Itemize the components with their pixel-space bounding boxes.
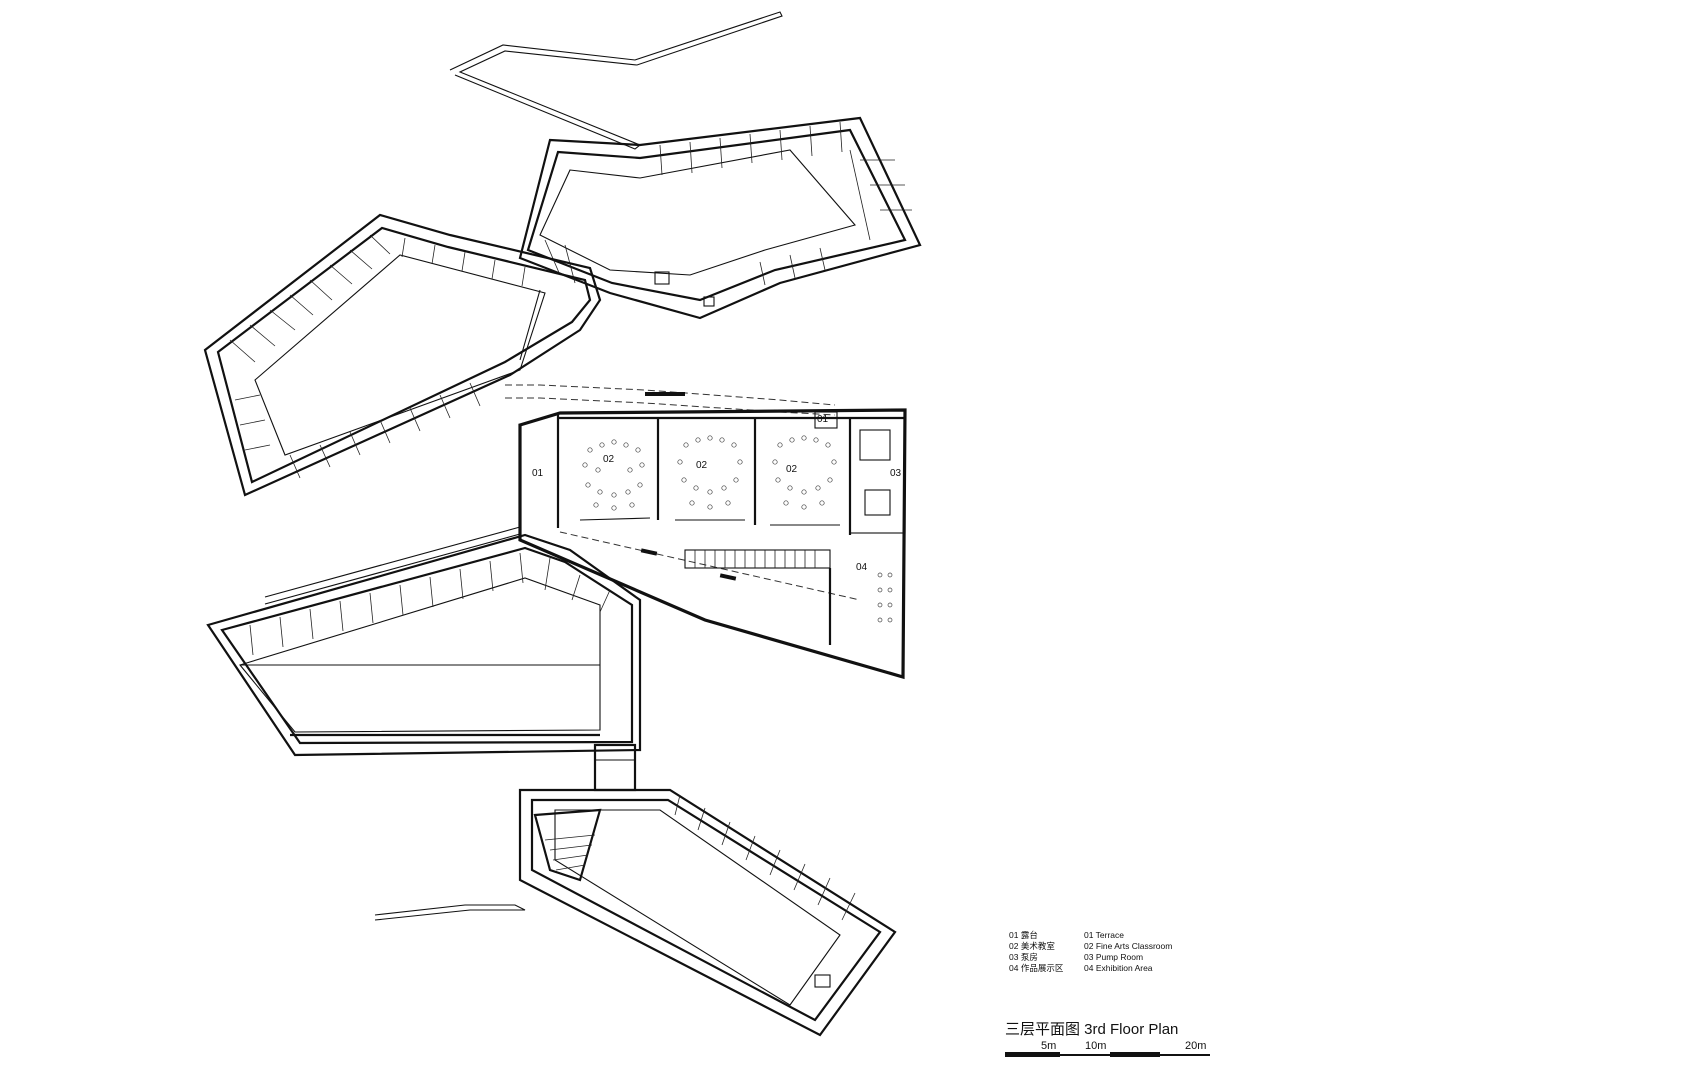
stair-core-central xyxy=(859,429,891,461)
legend-cn-item: 03 泵房 xyxy=(1009,952,1038,962)
scale-label-10m: 10m xyxy=(1085,1040,1107,1052)
legend-chinese: 01 露台 02 美术教室 03 泵房 04 作品展示区 xyxy=(1009,930,1129,974)
legend-english: 01 Terrace 02 Fine Arts Classroom 03 Pum… xyxy=(1084,930,1204,974)
wing-central-classrooms xyxy=(518,408,907,680)
service-core xyxy=(849,417,906,534)
room-tag-terrace-west: 01 xyxy=(532,468,544,479)
legend-cn-item: 04 作品展示区 xyxy=(1009,963,1064,973)
seating-classroom-c xyxy=(772,435,837,510)
room-tag-pump-room: 03 xyxy=(890,468,902,479)
scale-bar-segment xyxy=(1005,1052,1060,1057)
legend-en-item: 01 Terrace xyxy=(1084,930,1125,940)
scale-label-5m: 5m xyxy=(1041,1040,1057,1052)
room-tag-exhibition: 04 xyxy=(856,562,868,573)
room-tag-classroom-a: 02 xyxy=(603,454,615,465)
wing-south-west xyxy=(206,526,642,757)
plan-title: 三层平面图 3rd Floor Plan xyxy=(1005,1021,1179,1038)
seating-exhibition xyxy=(877,572,893,623)
seating-classroom-a xyxy=(582,439,645,511)
terrace-north-box xyxy=(814,411,838,429)
shaft-south xyxy=(814,974,831,988)
room-tag-classroom-c: 02 xyxy=(786,464,798,475)
bridge-link-south xyxy=(593,743,637,792)
wing-north-east xyxy=(518,116,922,320)
stair-core-north xyxy=(654,271,670,285)
stair-south xyxy=(533,808,602,882)
lift-shaft xyxy=(864,489,891,516)
legend-en-item: 03 Pump Room xyxy=(1084,952,1144,962)
site-boundary-bottom xyxy=(374,904,526,921)
bridge-beam xyxy=(645,392,685,396)
site-boundary-top xyxy=(449,11,783,150)
legend-cn-item: 02 美术教室 xyxy=(1009,941,1055,951)
ramp-exhibition xyxy=(684,549,831,569)
legend-en-item: 04 Exhibition Area xyxy=(1084,963,1153,973)
shaft-north xyxy=(703,296,715,307)
scale-bar-segment xyxy=(1110,1052,1160,1057)
legend-en-item: 02 Fine Arts Classroom xyxy=(1084,941,1173,951)
scale-label-20m: 20m xyxy=(1185,1040,1207,1052)
scale-bar: 5m 10m 20m xyxy=(1005,1040,1215,1064)
wing-south xyxy=(518,743,897,1037)
wing-north-west xyxy=(203,213,602,497)
scale-bar-line xyxy=(1005,1054,1210,1056)
room-tag-classroom-b: 02 xyxy=(696,460,708,471)
room-tag-terrace-north: 01 xyxy=(817,414,829,425)
legend-cn-item: 01 露台 xyxy=(1009,930,1038,940)
bridge-overhead-line xyxy=(505,384,836,406)
seating-classroom-b xyxy=(677,435,743,510)
